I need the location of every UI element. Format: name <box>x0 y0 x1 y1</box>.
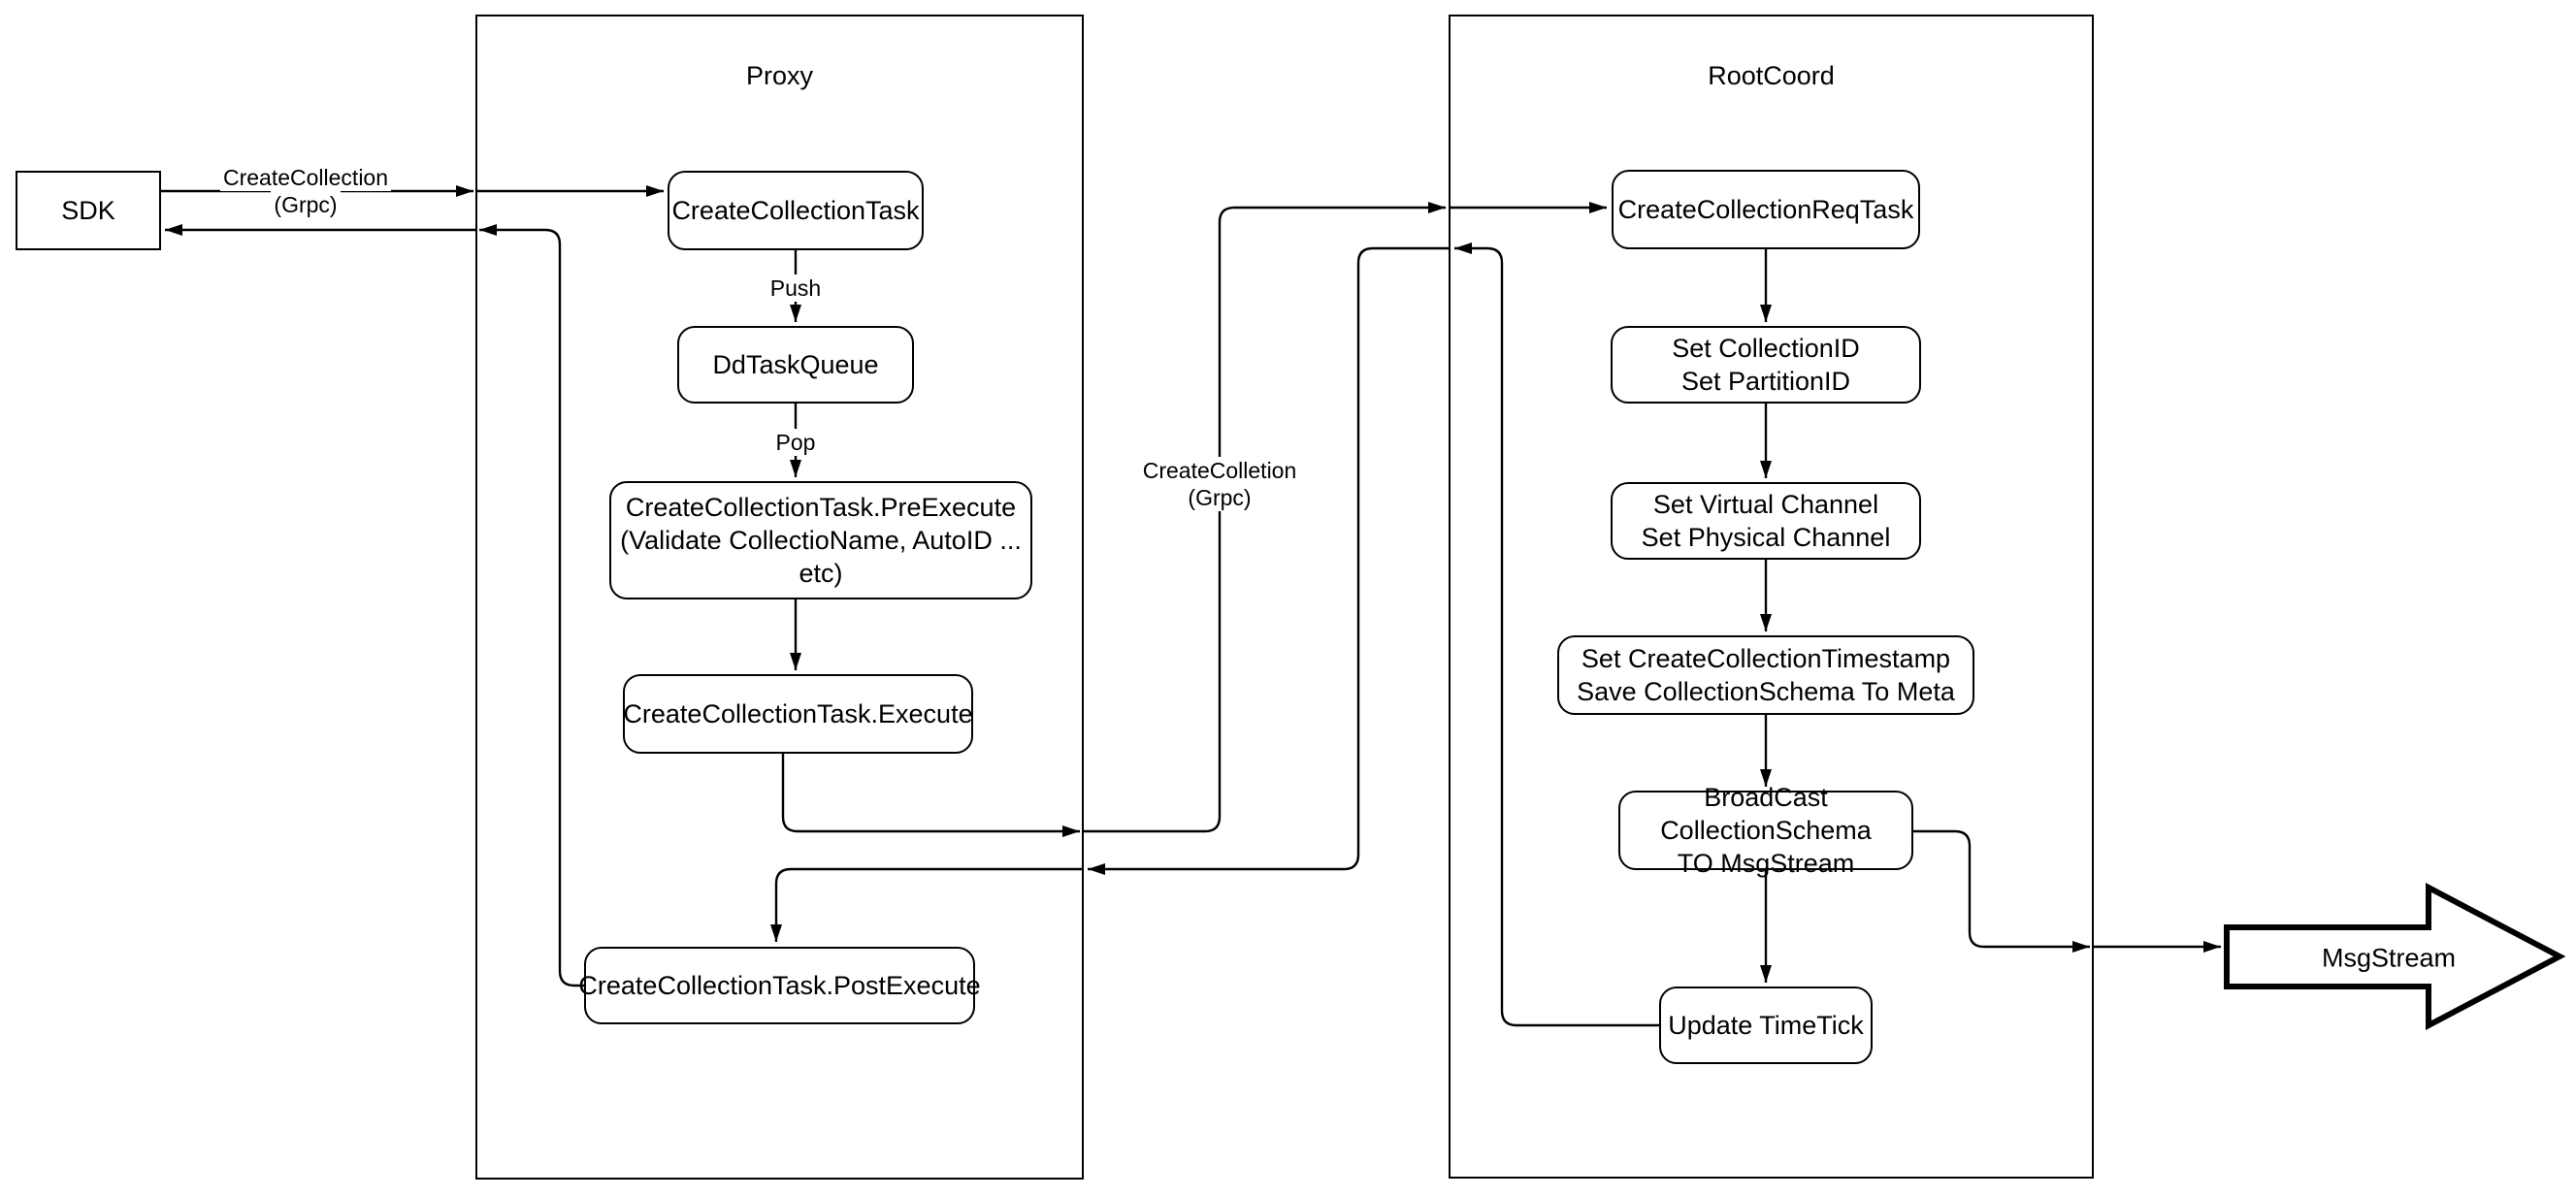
node-label-line1: Set CollectionID <box>1672 334 1860 363</box>
node-label: CreateCollectionTask.PostExecute <box>578 971 981 1000</box>
edge-broadcast-to-rootcoord-border <box>1913 829 2090 953</box>
msgstream-arrow-shape <box>2224 883 2566 1030</box>
proxy-title: Proxy <box>745 61 814 90</box>
node-label-line1: BroadCast CollectionSchema <box>1660 783 1872 845</box>
edge-label-createcolletion-grpc: CreateColletion (Grpc) <box>1139 457 1300 511</box>
sdk-box: SDK <box>16 171 161 250</box>
node-create-collection-task: CreateCollectionTask <box>668 171 924 250</box>
node-label: CreateCollectionTask <box>671 196 920 225</box>
edge-label-pop: Pop <box>772 429 819 456</box>
edge-label-line1: Pop <box>772 429 819 456</box>
sdk-label: SDK <box>61 196 115 225</box>
edge-label-line1: CreateColletion <box>1139 457 1300 484</box>
proxy-container <box>475 15 1084 1180</box>
edge-label-line1: CreateCollection <box>219 164 392 191</box>
node-label-line2: Set PartitionID <box>1680 367 1851 396</box>
node-broadcast-collection-schema: BroadCast CollectionSchema TO MsgStream <box>1618 783 1913 878</box>
node-label-line1: Set CreateCollectionTimestamp <box>1581 644 1951 673</box>
edge-execute-to-proxy-border <box>781 754 1080 837</box>
node-post-execute: CreateCollectionTask.PostExecute <box>578 947 981 1024</box>
edge-label-line2: (Grpc) <box>271 191 341 218</box>
node-update-timetick: Update TimeTick <box>1659 987 1873 1064</box>
node-label: Update TimeTick <box>1668 1011 1864 1040</box>
edge-forward-between-containers <box>1084 202 1446 833</box>
node-label-line2: TO MsgStream <box>1677 849 1855 878</box>
node-execute: CreateCollectionTask.Execute <box>623 674 973 754</box>
node-pre-execute: CreateCollectionTask.PreExecute (Validat… <box>609 481 1032 599</box>
node-label-line2: Save CollectionSchema To Meta <box>1577 677 1955 706</box>
edge-proxy-border-to-postexecute <box>770 867 1084 942</box>
edge-label-push: Push <box>766 275 825 302</box>
edge-return-between-containers <box>1088 246 1451 875</box>
node-label: CreateCollectionReqTask <box>1617 195 1914 224</box>
node-label-line2: Set Physical Channel <box>1641 523 1891 552</box>
msgstream-label: MsgStream <box>2321 943 2457 973</box>
node-set-create-collection-timestamp: Set CreateCollectionTimestamp Save Colle… <box>1557 635 1974 715</box>
node-set-collection-id: Set CollectionID Set PartitionID <box>1611 326 1921 404</box>
node-dd-task-queue: DdTaskQueue <box>677 326 914 404</box>
node-label-line2: (Validate CollectioName, AutoID ... etc) <box>620 526 1022 588</box>
node-create-collection-req-task: CreateCollectionReqTask <box>1612 170 1920 249</box>
edge-label-createcollection-grpc: CreateCollection (Grpc) <box>219 164 392 218</box>
node-label-line1: Set Virtual Channel <box>1652 490 1879 519</box>
node-label: CreateCollectionTask.Execute <box>623 699 973 728</box>
edge-label-line1: Push <box>766 275 825 302</box>
rootcoord-container <box>1449 15 2094 1179</box>
edge-label-line2: (Grpc) <box>1185 484 1255 511</box>
edge-postexecute-to-proxy-border <box>479 224 584 987</box>
node-label: DdTaskQueue <box>712 350 879 379</box>
node-label-line1: CreateCollectionTask.PreExecute <box>625 493 1017 522</box>
node-set-virtual-channel: Set Virtual Channel Set Physical Channel <box>1611 482 1921 560</box>
rootcoord-title: RootCoord <box>1708 61 1835 90</box>
edge-updatetimetick-to-rootcoord-border <box>1454 243 1659 1027</box>
